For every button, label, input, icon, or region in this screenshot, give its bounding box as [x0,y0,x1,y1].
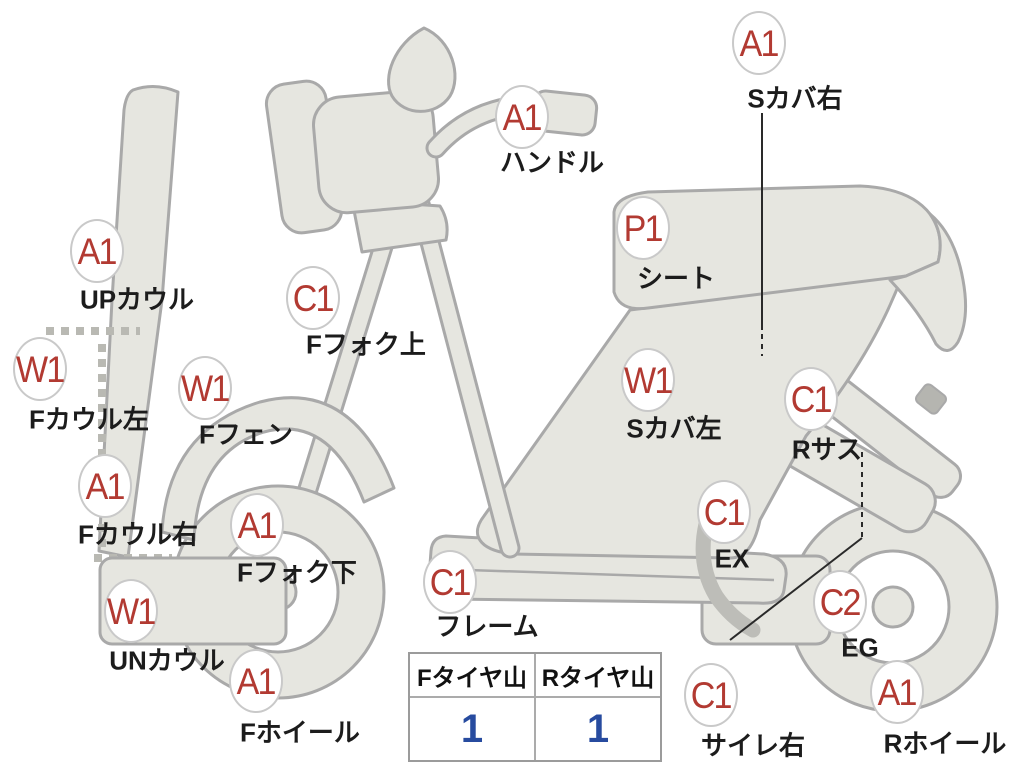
tire-column-value: 1 [586,706,610,751]
marker-label-r-wheel: Rホイール [883,728,1007,759]
marker-label-s-cover-left: Sカバ左 [626,413,722,444]
marker-code: A1 [740,22,780,64]
marker-label-f-cowl-right: Fカウル右 [78,519,198,550]
tire-table: Fタイヤ山 1 Rタイヤ山 1 [408,652,662,762]
marker-label-ex: EX [714,543,750,574]
marker-label-f-cowl-left: Fカウル左 [29,404,149,435]
marker-code: A1 [237,660,277,702]
marker-label-up-cowl: UPカウル [79,284,195,315]
tire-column-1: Rタイヤ山 1 [536,654,660,760]
marker-label-eg: EG [841,632,879,663]
marker-label-f-fender: Fフェン [199,419,293,450]
marker-circle-f-wheel: A1 [229,649,283,713]
marker-label-seat: シート [636,263,716,294]
exhaust-pipe [695,516,761,638]
marker-circle-frame: C1 [423,550,477,614]
marker-circle-s-cover-right: A1 [732,11,786,75]
marker-code: C1 [791,378,833,420]
marker-circle-f-cowl-left: W1 [13,337,67,401]
marker-code: W1 [16,348,65,390]
marker-circle-f-cowl-right: A1 [78,454,132,518]
marker-label-frame: フレーム [435,611,539,642]
marker-code: A1 [86,465,126,507]
marker-label-f-wheel: Fホイール [240,717,360,748]
front-fender [160,396,396,542]
marker-circle-r-wheel: A1 [870,660,924,724]
tire-column-0: Fタイヤ山 1 [410,654,536,760]
marker-circle-ex: C1 [697,480,751,544]
marker-circle-f-fork-upper: C1 [286,266,340,330]
marker-circle-silencer-right: C1 [684,663,738,727]
marker-code: A1 [878,671,918,713]
tire-column-header: Rタイヤ山 [536,654,660,698]
marker-circle-f-fork-lower: A1 [230,493,284,557]
marker-label-un-cowl: UNカウル [109,645,225,676]
marker-label-r-sus: Rサス [791,434,863,465]
marker-label-silencer-right: サイレ右 [700,730,806,761]
tire-column-value: 1 [460,706,484,751]
marker-code: C2 [820,581,862,623]
leader-lines [729,113,863,641]
marker-code: P1 [624,207,664,249]
marker-code: W1 [107,590,156,632]
marker-circle-f-fender: W1 [178,356,232,420]
marker-circle-r-sus: C1 [784,367,838,431]
front-mask [264,79,449,254]
marker-code: C1 [430,561,472,603]
marker-code: W1 [624,359,673,401]
marker-code: C1 [704,491,746,533]
marker-code: A1 [78,230,118,272]
marker-code: C1 [691,674,733,716]
marker-code: C1 [293,277,335,319]
marker-circle-eg: C2 [813,570,867,634]
marker-circle-seat: P1 [616,196,670,260]
marker-code: A1 [503,96,543,138]
tire-column-header: Fタイヤ山 [410,654,534,698]
marker-label-f-fork-lower: Fフォク下 [237,557,357,588]
marker-circle-un-cowl: W1 [104,579,158,643]
marker-label-f-fork-upper: Fフォク上 [306,329,426,360]
seat-shape [612,184,968,352]
marker-code: W1 [181,367,230,409]
marker-label-s-cover-right: Sカバ右 [747,83,843,114]
marker-code: A1 [238,504,278,546]
marker-circle-handle: A1 [495,85,549,149]
marker-circle-up-cowl: A1 [70,219,124,283]
marker-label-handle: ハンドル [499,147,605,178]
mirror [387,26,457,113]
marker-circle-s-cover-left: W1 [621,348,675,412]
rear-body-panel [475,274,904,560]
